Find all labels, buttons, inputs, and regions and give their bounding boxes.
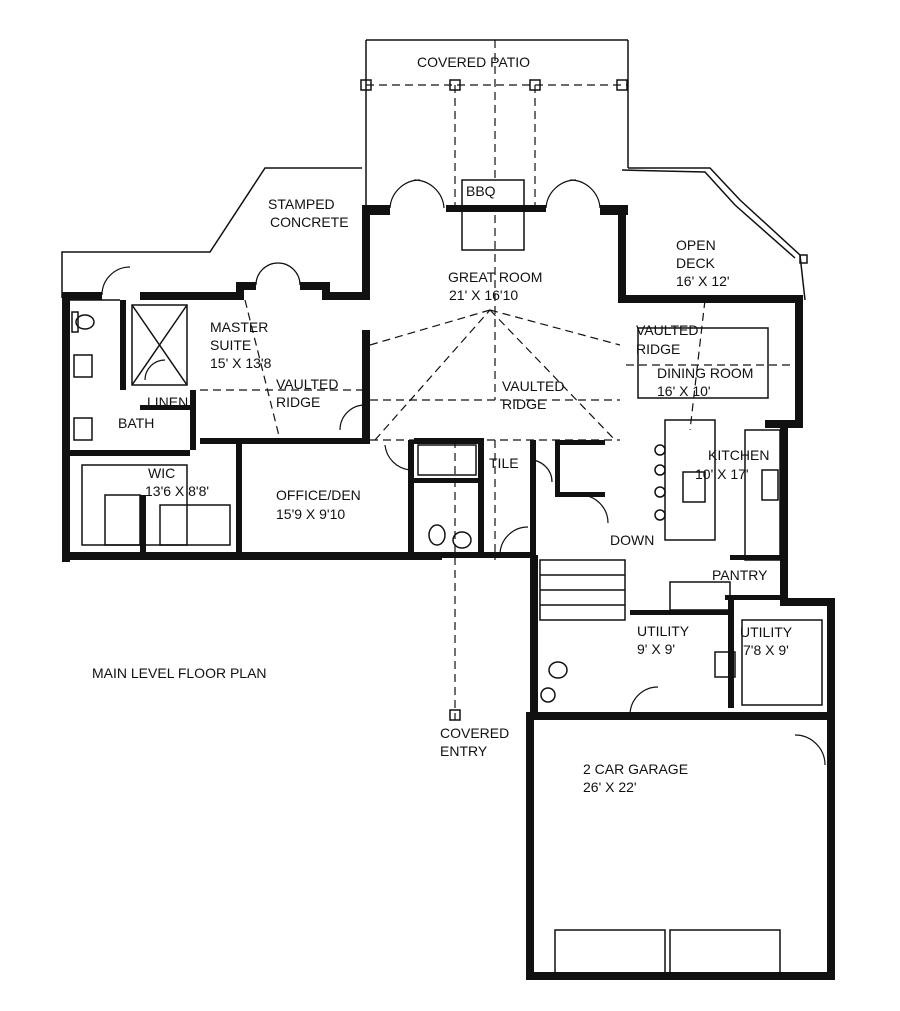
label-entry: ENTRY	[440, 743, 488, 759]
label-open: OPEN	[676, 237, 716, 253]
label-ridge-dining: RIDGE	[636, 341, 680, 357]
label-covered-patio: COVERED PATIO	[417, 54, 530, 70]
room-labels: COVERED PATIO STAMPED CONCRETE BBQ GREAT…	[92, 54, 793, 795]
label-linen: LINEN	[147, 394, 188, 410]
label-deck: DECK	[676, 255, 716, 271]
label-kitchen-size: 10' X 17'	[695, 466, 749, 482]
label-master-size: 15' X 13'8	[210, 355, 272, 371]
label-office-size: 15'9 X 9'10	[276, 506, 345, 522]
label-bbq: BBQ	[466, 183, 496, 199]
vaulted-ridge-lines	[200, 215, 795, 720]
fixtures	[71, 311, 779, 721]
label-kitchen: KITCHEN	[708, 447, 769, 463]
label-deck-size: 16' X 12'	[676, 273, 730, 289]
label-tile: TILE	[489, 455, 519, 471]
label-vaulted-master: VAULTED	[276, 376, 339, 392]
label-garage: 2 CAR GARAGE	[583, 761, 688, 777]
label-pantry: PANTRY	[712, 567, 768, 583]
label-ridge-master: RIDGE	[276, 394, 320, 410]
label-utility-1: UTILITY	[637, 623, 690, 639]
label-bath: BATH	[118, 415, 154, 431]
label-suite: SUITE	[210, 337, 251, 353]
label-vaulted-dining: VAULTED	[636, 322, 699, 338]
label-utility-2-size: 7'8 X 9'	[743, 642, 789, 658]
interior-lines	[70, 179, 823, 976]
label-utility-2: UTILITY	[740, 624, 793, 640]
open-deck-outline	[621, 167, 808, 301]
label-wic: WIC	[148, 465, 175, 481]
label-down: DOWN	[610, 532, 654, 548]
label-garage-size: 26' X 22'	[583, 779, 637, 795]
label-master: MASTER	[210, 319, 268, 335]
label-dining-size: 16' X 10'	[657, 383, 711, 399]
label-ridge-great: RIDGE	[502, 396, 546, 412]
label-dining-room: DINING ROOM	[657, 365, 753, 381]
label-great-room: GREAT ROOM	[448, 269, 542, 285]
covered-patio-structure	[360, 39, 629, 205]
stamped-concrete-outline	[61, 167, 362, 298]
label-office-den: OFFICE/DEN	[276, 487, 361, 503]
label-covered: COVERED	[440, 725, 509, 741]
label-utility-1-size: 9' X 9'	[637, 641, 675, 657]
label-concrete: CONCRETE	[270, 214, 349, 230]
label-wic-size: 13'6 X 8'8'	[145, 483, 209, 499]
label-great-room-size: 21' X 16'10	[449, 287, 518, 303]
door-swings	[101, 179, 826, 766]
plan-title: MAIN LEVEL FLOOR PLAN	[92, 665, 267, 681]
label-stamped: STAMPED	[268, 196, 335, 212]
walls	[62, 205, 835, 980]
label-vaulted-great: VAULTED	[502, 378, 565, 394]
